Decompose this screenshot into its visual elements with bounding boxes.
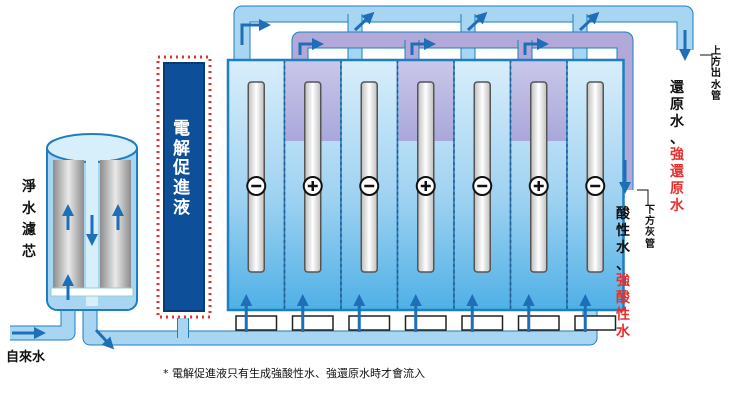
cell-foot-2 [348, 315, 391, 331]
filter-base [50, 287, 134, 297]
acid-arrow-2-icon [523, 38, 549, 55]
strong-reduced-water-label: 強 還 原 水 [670, 147, 684, 215]
acid-arrow-1-icon [410, 38, 436, 55]
flow-arrows [12, 11, 713, 350]
lower-pipe-label: 下 方 灰 管 [645, 205, 655, 250]
purifier-label: 淨 水 濾 芯 [22, 179, 36, 261]
cell-foot-3 [404, 315, 447, 331]
acidic-water-label: 酸 性 水 、 [616, 206, 630, 274]
top-arrow-3-icon [578, 11, 600, 32]
lower-pipe-pointer [637, 189, 649, 205]
electrolyte-tank [163, 62, 205, 312]
filter-out-arrow-icon [94, 328, 115, 350]
acid-arrow-0-icon [298, 38, 324, 55]
cell-foot-0 [235, 315, 278, 331]
supply-pipe [83, 310, 597, 345]
filter-core-right [100, 160, 131, 290]
cell-foot-6 [574, 315, 617, 331]
cell-foot-1 [291, 315, 334, 331]
cell-foot-5 [517, 315, 560, 331]
components [46, 55, 625, 331]
footnote: * 電解促進液只有生成強酸性水、強還原水時才會流入 [163, 367, 425, 380]
cell-foot-4 [461, 315, 504, 331]
reduced-water-label: 還 原 水 、 [670, 80, 684, 148]
top-arrow-0-icon [240, 19, 271, 45]
upper-pipe-label: 上 方 出 水 管 [711, 46, 721, 102]
upper-pipe-pointer [700, 54, 713, 70]
tap-water-label: 自來水 [6, 350, 46, 365]
top-arrow-1-icon [353, 11, 375, 32]
strong-acidic-water-label: 強 酸 性 水 [616, 273, 630, 341]
inlet-pipe [10, 310, 75, 340]
electrolyte-dotted-frame [156, 55, 212, 319]
top-arrow-2-icon [466, 11, 488, 32]
electrolyte-label: 電 解 促 進 液 [173, 119, 190, 218]
